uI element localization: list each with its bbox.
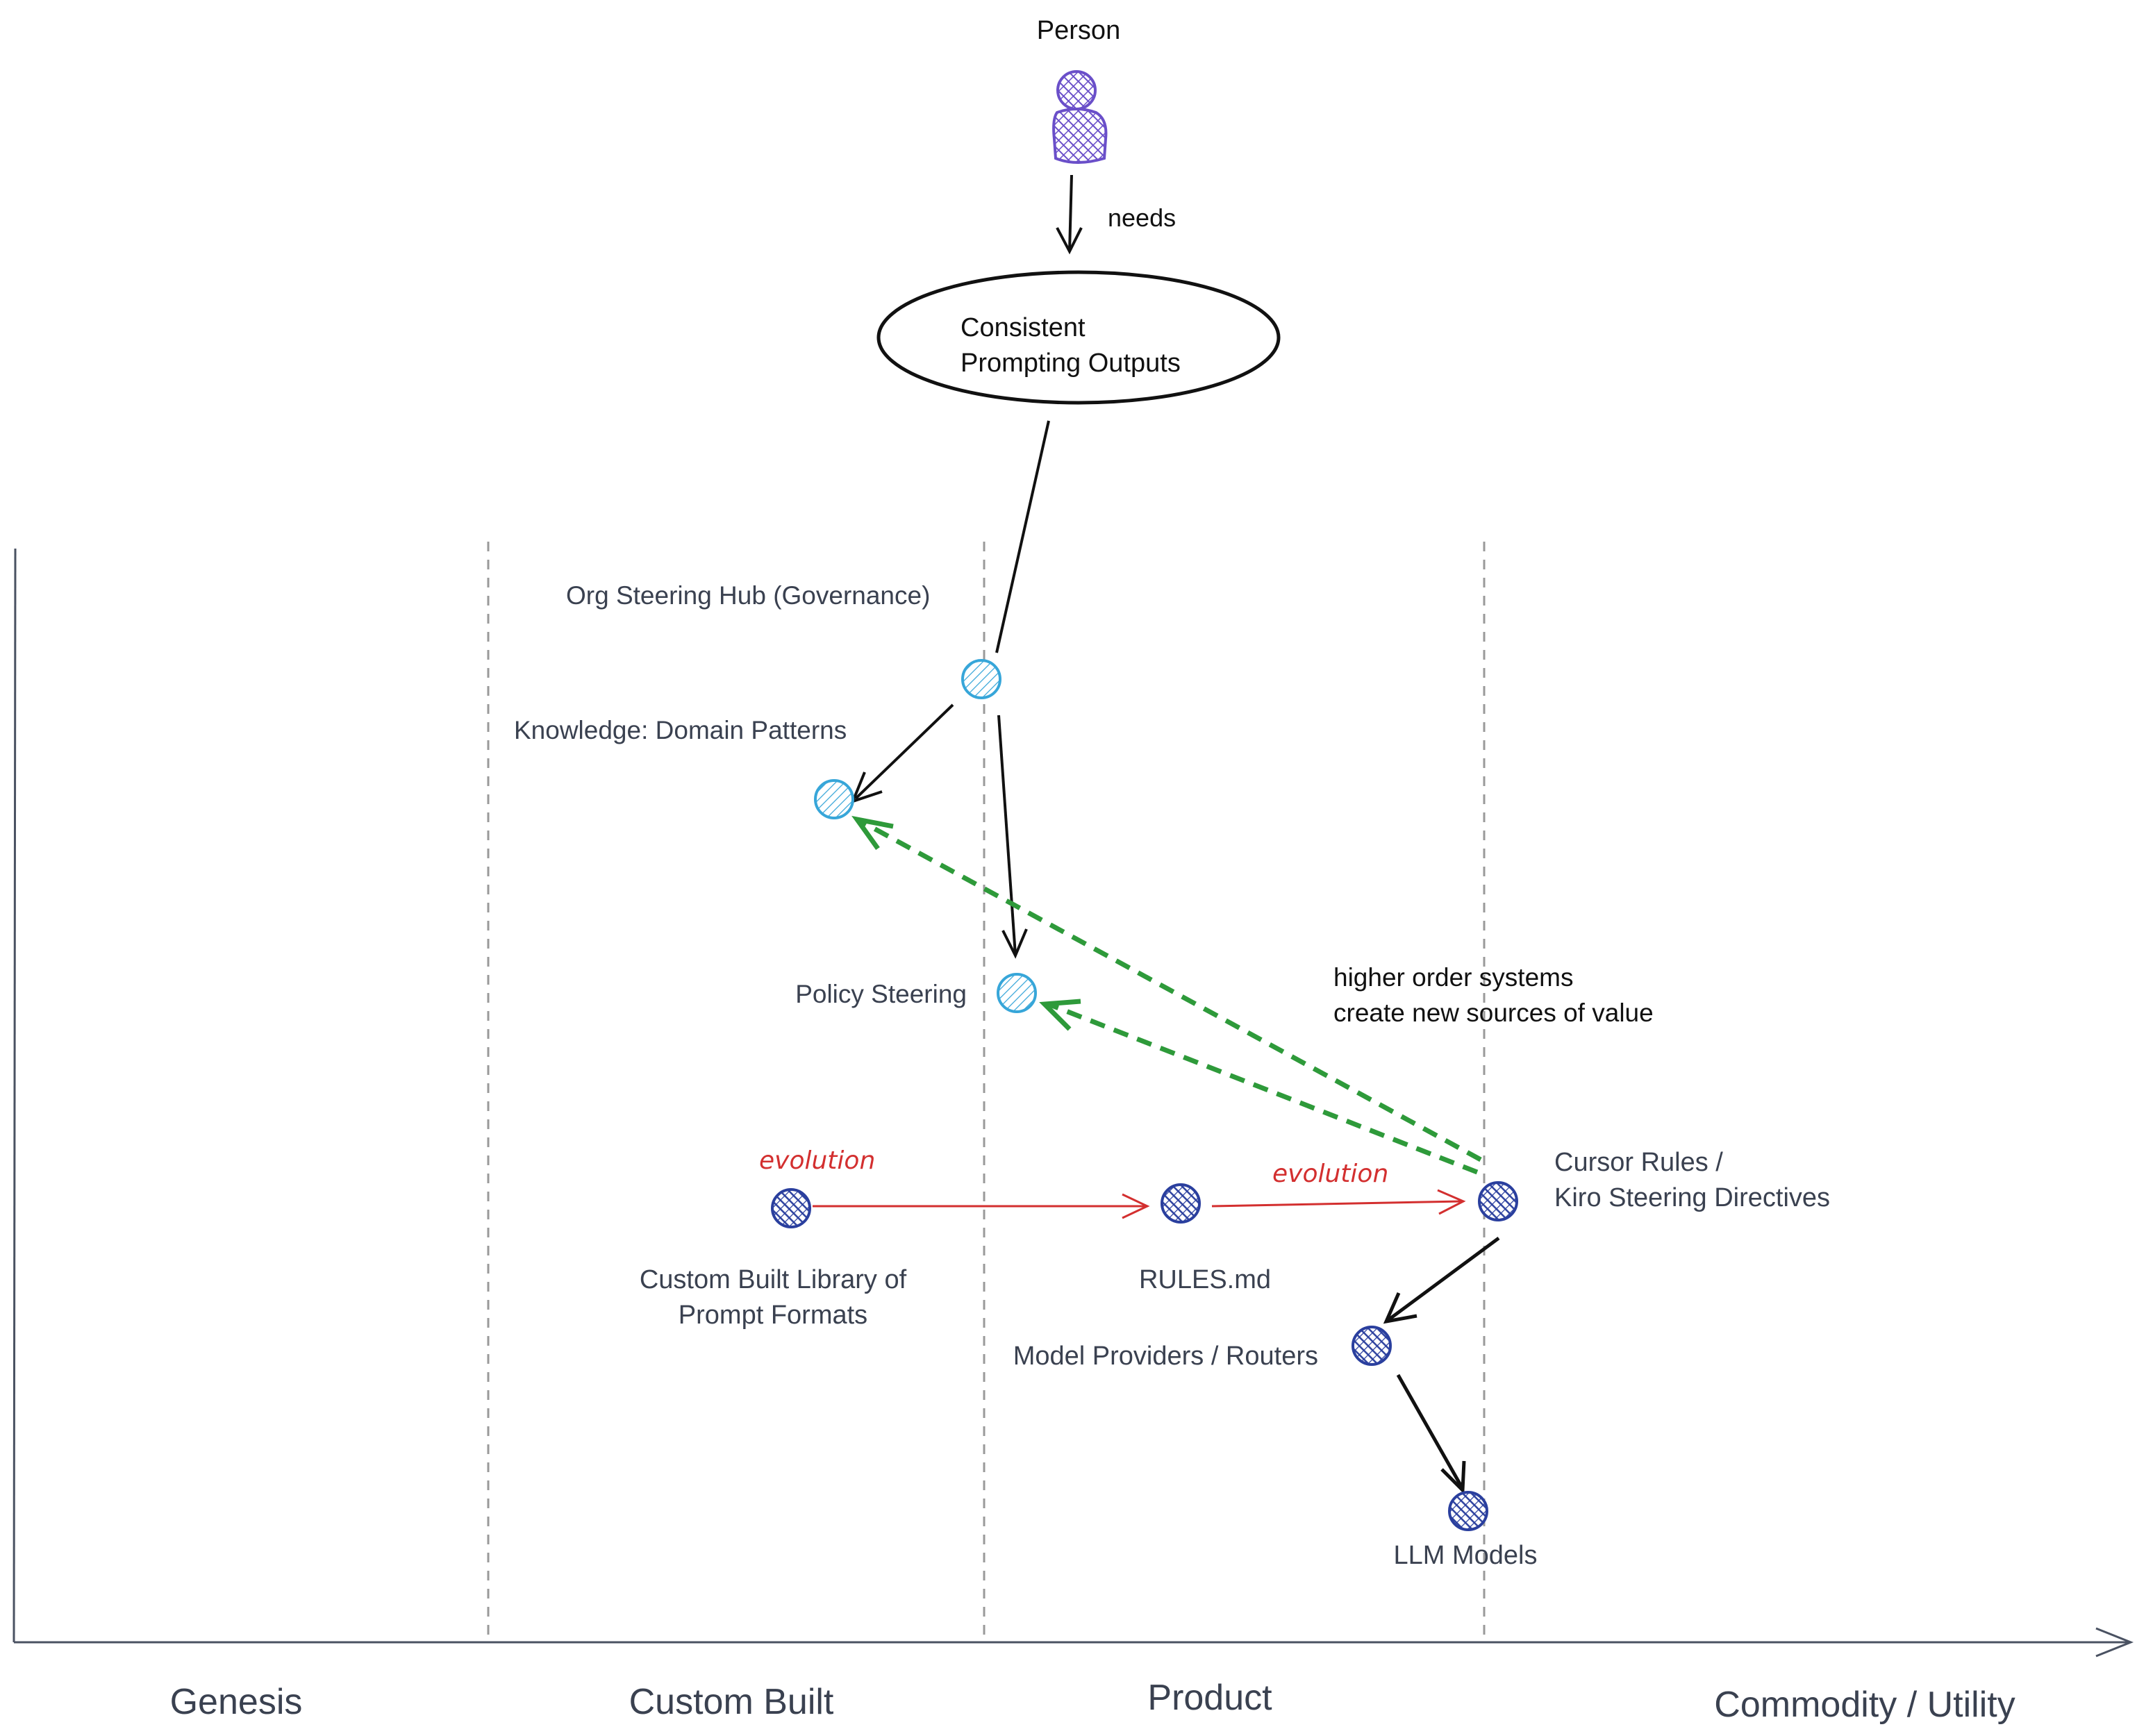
needs-arrow bbox=[1068, 174, 1073, 252]
x-axis-arrowhead bbox=[2095, 1627, 2134, 1658]
component-rules-md bbox=[1161, 1183, 1201, 1224]
stage-genesis: Genesis bbox=[170, 1682, 303, 1722]
evolution-arrowhead-1 bbox=[1122, 1193, 1150, 1219]
link-cursor-to-providers bbox=[1388, 1236, 1500, 1321]
need-label-line2: Prompting Outputs bbox=[961, 349, 1181, 378]
label-custom-library-line1: Custom Built Library of bbox=[640, 1265, 907, 1294]
needs-arrowhead bbox=[1056, 227, 1083, 255]
component-cursor-rules bbox=[1478, 1181, 1518, 1221]
component-policy bbox=[997, 973, 1037, 1013]
stage-commodity: Commodity / Utility bbox=[1714, 1685, 2015, 1725]
label-knowledge: Knowledge: Domain Patterns bbox=[514, 716, 847, 744]
link-hub-to-policy-head bbox=[1001, 928, 1028, 959]
label-org-hub: Org Steering Hub (Governance) bbox=[566, 581, 930, 610]
stage-product: Product bbox=[1147, 1678, 1272, 1718]
need-label-line1: Consistent bbox=[961, 313, 1086, 342]
link-providers-to-llm bbox=[1396, 1374, 1464, 1489]
link-providers-to-llm-head bbox=[1440, 1460, 1466, 1494]
needs-label: needs bbox=[1108, 203, 1176, 232]
link-need-to-hub bbox=[995, 420, 1050, 653]
component-model-providers bbox=[1352, 1326, 1392, 1366]
label-cursor-rules-line2: Kiro Steering Directives bbox=[1554, 1183, 1830, 1212]
annotation-line2: create new sources of value bbox=[1333, 999, 1654, 1027]
evolution-label-2: evolution bbox=[1272, 1160, 1388, 1188]
component-org-hub bbox=[961, 659, 1001, 699]
annotation-line1: higher order systems bbox=[1333, 963, 1573, 992]
need-ellipse bbox=[876, 270, 1281, 405]
link-cursor-to-providers-head bbox=[1383, 1292, 1417, 1324]
component-knowledge bbox=[814, 779, 854, 819]
link-hub-to-knowledge bbox=[854, 703, 954, 800]
label-custom-library-line2: Prompt Formats bbox=[679, 1301, 867, 1330]
person-icon bbox=[1052, 70, 1108, 164]
component-custom-library bbox=[771, 1188, 811, 1228]
stage-custom-built: Custom Built bbox=[629, 1682, 834, 1722]
higher-order-arrow-knowledge bbox=[860, 819, 1482, 1162]
label-cursor-rules-line1: Cursor Rules / bbox=[1554, 1148, 1723, 1177]
label-rules-md: RULES.md bbox=[1139, 1265, 1271, 1294]
evolution-arrowhead-2 bbox=[1437, 1189, 1466, 1215]
label-model-providers: Model Providers / Routers bbox=[1013, 1342, 1318, 1371]
label-llm-models: LLM Models bbox=[1394, 1541, 1538, 1570]
evolution-arrow-2 bbox=[1211, 1200, 1463, 1208]
person-label: Person bbox=[1037, 16, 1120, 45]
higher-order-arrow-policy bbox=[1049, 1002, 1479, 1175]
component-llm-models bbox=[1448, 1491, 1488, 1531]
link-hub-to-policy bbox=[997, 715, 1017, 955]
higher-order-arrowhead-knowledge bbox=[851, 815, 894, 851]
y-axis bbox=[13, 548, 17, 1643]
higher-order-arrowhead-policy bbox=[1039, 999, 1081, 1031]
label-policy: Policy Steering bbox=[795, 980, 967, 1008]
evolution-label-1: evolution bbox=[759, 1146, 875, 1175]
